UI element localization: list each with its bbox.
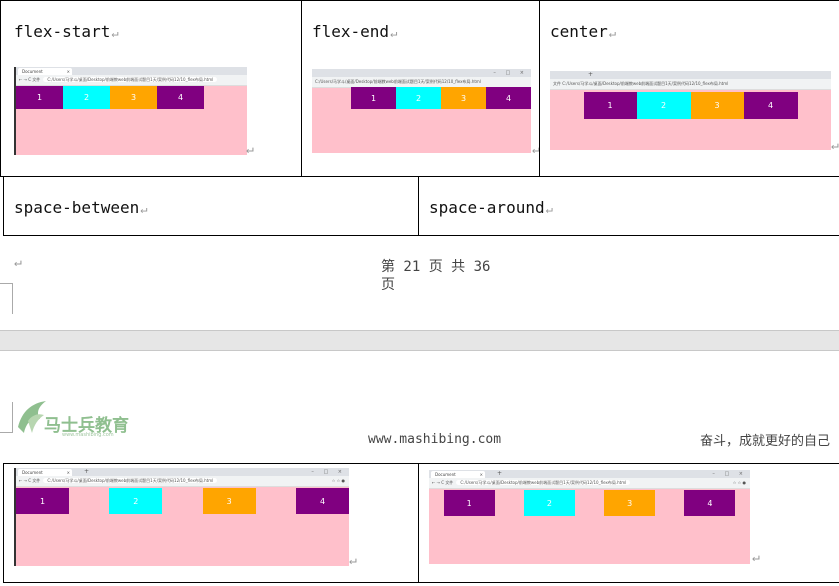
window-controls: – □ × — [311, 469, 346, 475]
cell-label: flex-end↵ — [312, 22, 398, 41]
flex-box-3: 3 — [202, 488, 256, 514]
flex-box-3: 3 — [441, 87, 486, 109]
cell-label: center↵ — [550, 22, 617, 41]
address-bar: C:/Users/马学斗/桌面/Desktop/前端教web前端面试题目1天/案… — [315, 79, 481, 84]
return-mark: ↵ — [246, 142, 254, 157]
flex-box-1: 1 — [351, 87, 396, 109]
new-tab-icon: + — [588, 71, 594, 78]
return-mark: ↵ — [831, 138, 839, 153]
flex-box-3: 3 — [110, 86, 157, 109]
flex-box-4: 4 — [743, 92, 798, 119]
flex-box-4: 4 — [295, 488, 349, 514]
flex-box-1: 1 — [583, 92, 637, 119]
cell-label: space-between↵ — [14, 198, 148, 217]
flex-row: 1 2 3 4 — [16, 488, 349, 514]
browser-chrome: + 文件 C:/Users/马学斗/桌面/Desktop/前端教web前端面试题… — [550, 71, 831, 90]
margin-marker — [0, 402, 13, 433]
flex-row: 1 2 3 4 — [16, 86, 247, 109]
window-controls: – □ × — [493, 70, 528, 76]
toolbar-icons: ☆ ☆ ● — [732, 480, 746, 485]
flex-box-1: 1 — [16, 86, 63, 109]
window-controls: – □ × — [712, 471, 747, 477]
browser-tab: Document× — [18, 469, 72, 476]
browser-tab: Document× — [18, 68, 72, 75]
return-mark: ↵ — [349, 553, 357, 568]
margin-marker — [0, 283, 13, 314]
flex-row: 1 2 3 4 — [312, 87, 531, 109]
table-cell-space-around: space-around↵ — [418, 176, 839, 236]
return-mark: ↵ — [532, 142, 540, 157]
flex-box-1: 1 — [16, 488, 69, 514]
flex-box-2: 2 — [109, 488, 163, 514]
browser-screenshot-flex-end: – □ × C:/Users/马学斗/桌面/Desktop/前端教web前端面试… — [312, 69, 531, 153]
page-gap — [0, 330, 839, 351]
logo-text: 马士兵教育 — [44, 416, 129, 436]
browser-chrome: – □ × C:/Users/马学斗/桌面/Desktop/前端教web前端面试… — [312, 69, 531, 88]
close-icon: × — [66, 69, 70, 74]
header-website: www.mashibing.com — [368, 432, 502, 447]
flex-box-2: 2 — [636, 92, 691, 119]
return-mark: ↵ — [14, 255, 22, 270]
flex-box-3: 3 — [604, 490, 656, 516]
flex-box-2: 2 — [396, 87, 441, 109]
mashibing-logo: 马士兵教育 www.mashibing.com — [14, 393, 139, 441]
header-slogan: 奋斗，成就更好的自己 — [700, 434, 831, 449]
flex-row: 1 2 3 4 — [429, 490, 750, 516]
table-cell-space-between: space-between↵ — [3, 176, 419, 236]
flex-box-2: 2 — [523, 490, 575, 516]
table-cell-flex-end: flex-end↵ – □ × C:/Users/马学斗/桌面/Desktop/… — [301, 0, 540, 177]
flex-box-2: 2 — [63, 86, 110, 109]
browser-tab: Document× — [431, 471, 485, 478]
page-number: 第 21 页 共 36 页 — [381, 259, 491, 290]
close-icon: × — [66, 470, 70, 475]
cell-label: space-around↵ — [429, 198, 553, 217]
close-icon: × — [479, 472, 483, 477]
flex-box-4: 4 — [486, 87, 531, 109]
table-cell-center: center↵ + 文件 C:/Users/马学斗/桌面/Desktop/前端教… — [539, 0, 839, 177]
flex-box-4: 4 — [157, 86, 204, 109]
flex-box-1: 1 — [443, 490, 495, 516]
flex-box-3: 3 — [690, 92, 744, 119]
logo-url: www.mashibing.com — [62, 432, 114, 438]
toolbar-icons: ☆ ☆ ● — [331, 478, 345, 483]
new-tab-icon: + — [497, 470, 503, 477]
return-mark: ↵ — [752, 550, 760, 565]
logo-mark-icon — [18, 401, 46, 433]
flex-row: 1 2 3 4 — [550, 92, 831, 119]
cell-label: flex-start↵ — [14, 22, 119, 41]
address-bar: 文件 C:/Users/马学斗/桌面/Desktop/前端教web前端面试题目1… — [553, 81, 729, 86]
browser-screenshot-center: + 文件 C:/Users/马学斗/桌面/Desktop/前端教web前端面试题… — [550, 71, 831, 150]
flex-box-4: 4 — [684, 490, 736, 516]
new-tab-icon: + — [84, 468, 90, 475]
